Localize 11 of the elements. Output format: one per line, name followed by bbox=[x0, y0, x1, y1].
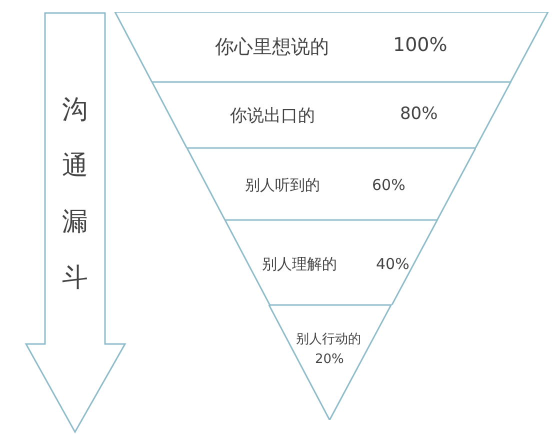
percent-label: 20% bbox=[314, 352, 344, 367]
percent-label: 40% bbox=[376, 255, 410, 273]
band-label: 别人行动的 bbox=[296, 331, 361, 348]
percent-label: 60% bbox=[372, 176, 406, 194]
band-label: 你心里想说的 bbox=[215, 35, 329, 60]
percent-label: 80% bbox=[400, 104, 438, 124]
percent-label: 100% bbox=[393, 34, 448, 56]
band-label: 别人理解的 bbox=[262, 255, 337, 274]
arrow-label: 沟通漏斗 bbox=[61, 94, 89, 295]
band-label: 别人听到的 bbox=[244, 176, 320, 195]
band-label: 你说出口的 bbox=[230, 105, 315, 127]
